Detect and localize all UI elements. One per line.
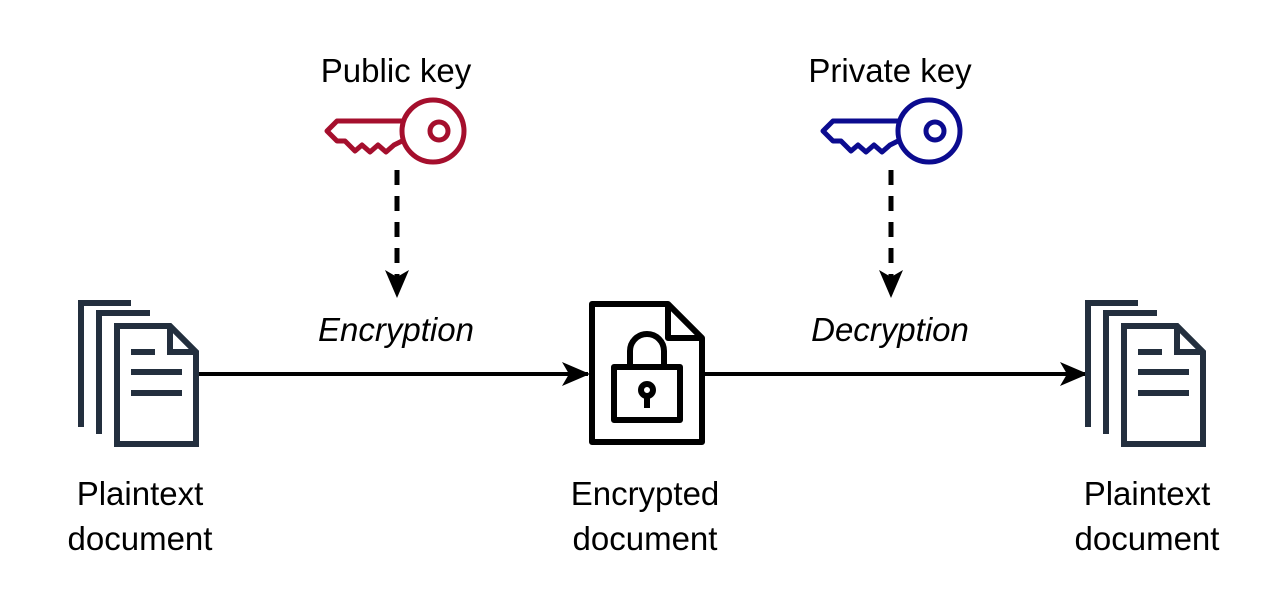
encrypted-document-icon (589, 301, 705, 445)
plaintext-left-label-line1: Plaintext (77, 475, 204, 512)
decryption-label: Decryption (811, 311, 969, 348)
plaintext-document-icon-right (1085, 300, 1206, 447)
public-key-label: Public key (321, 52, 472, 89)
plaintext-left-label-line2: document (68, 520, 213, 557)
plaintext-right-label-line2: document (1075, 520, 1220, 557)
plaintext-document-icon-left (78, 300, 199, 447)
encrypted-label-line1: Encrypted (571, 475, 720, 512)
encryption-label: Encryption (318, 311, 474, 348)
private-key-icon (820, 97, 963, 165)
private-key-label: Private key (808, 52, 972, 89)
encrypted-label-line2: document (573, 520, 718, 557)
public-key-icon (324, 97, 467, 165)
plaintext-right-label-line1: Plaintext (1084, 475, 1211, 512)
